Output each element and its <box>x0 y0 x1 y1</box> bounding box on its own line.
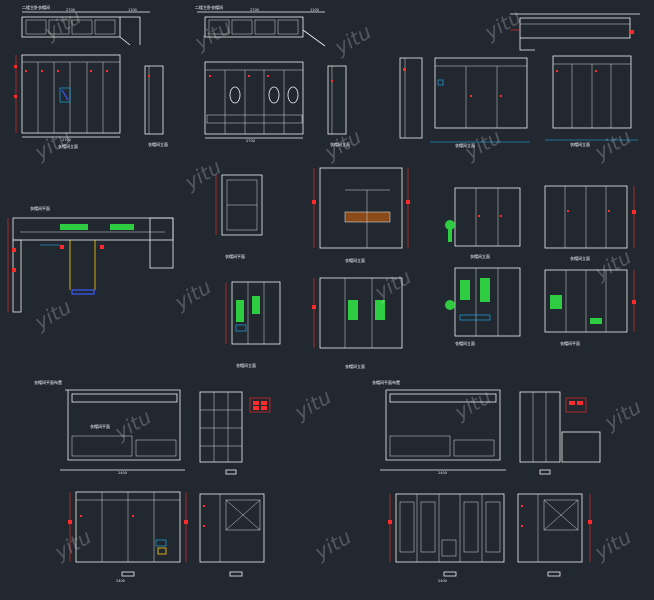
wardrobe-interior-2: 衣帽间立面 <box>313 277 403 369</box>
wardrobe-elevation-6: 衣帽间立面 <box>445 187 521 259</box>
label-t15: 衣帽间立面 <box>455 340 475 346</box>
label-t9: 衣帽间平面 <box>225 253 245 259</box>
dim-d13: 2400 <box>116 579 125 583</box>
elevation-grid-left <box>199 391 271 475</box>
wardrobe-interior-4: 衣帽间平面 <box>544 269 635 346</box>
watermark: yitu <box>290 385 336 425</box>
watermark: yitu <box>590 525 636 565</box>
dim-d10: 2700 <box>246 139 255 143</box>
label-t3: 衣帽间平面 <box>30 205 50 211</box>
side-section-2: 衣帽间立面 <box>327 65 350 147</box>
label-t1: 二楼主卧衣帽间 <box>22 4 50 10</box>
wardrobe-plan-top-left: 二楼主卧衣帽间 2700 1100 <box>21 4 150 46</box>
dim-d3: 2700 <box>250 8 259 12</box>
side-section-1: 衣帽间立面 <box>144 65 168 147</box>
wardrobe-interior-1: 衣帽间立面 <box>225 281 281 368</box>
label-t10: 衣帽间立面 <box>345 257 365 263</box>
dim-d14: 2400 <box>438 579 447 583</box>
watermark: yitu <box>170 275 216 315</box>
floor-plan-right: 衣帽间平面布置 2400 <box>372 379 506 475</box>
side-elevation-bottom-2 <box>517 493 591 577</box>
watermark: yitu <box>460 125 506 165</box>
label-t5: 衣帽间立面 <box>148 141 168 147</box>
watermark: yitu <box>450 385 496 425</box>
dim-d12: 2400 <box>438 471 447 475</box>
label-t14: 衣帽间立面 <box>345 363 365 369</box>
label-t17: 衣帽间平面 <box>90 423 110 429</box>
dim-d1: 2700 <box>66 8 75 12</box>
label-t8: 衣帽间立面 <box>570 141 590 147</box>
dimension-ticks <box>12 200 636 524</box>
wardrobe-elevation-1: 2700 衣帽间立面 <box>14 54 121 149</box>
watermark: yitu <box>30 295 76 335</box>
wardrobe-elevation-3: 衣帽间立面 <box>430 57 530 148</box>
l-shaped-plan: 衣帽间平面 <box>7 205 174 313</box>
watermark: yitu <box>110 405 156 445</box>
wardrobe-elevation-bottom-2: 2400 <box>389 493 505 583</box>
label-t13: 衣帽间立面 <box>236 362 256 368</box>
wardrobe-interior-3: 衣帽间立面 <box>445 267 521 346</box>
watermark: yitu <box>370 265 416 305</box>
watermark: yitu <box>600 395 646 435</box>
label-t12: 衣帽间立面 <box>570 255 590 261</box>
watermark: yitu <box>320 125 366 165</box>
label-t18: 衣帽间平面布置 <box>34 379 62 385</box>
wardrobe-elevation-2: 2700 <box>204 61 304 143</box>
watermark: yitu <box>590 125 636 165</box>
label-t2: 二楼主卧衣帽间 <box>195 4 223 10</box>
dim-d2: 1100 <box>128 8 137 12</box>
closet-plan-narrow: 衣帽间平面 <box>215 174 263 259</box>
label-t7: 衣帽间立面 <box>455 142 475 148</box>
label-t6: 衣帽间立面 <box>330 141 350 147</box>
wardrobe-plan-top-right <box>510 13 640 51</box>
wardrobe-plan-top-middle: 二楼主卧衣帽间 2700 1100 <box>195 4 326 47</box>
label-t11: 衣帽间立面 <box>470 253 490 259</box>
wardrobe-elevation-5: 衣帽间立面 <box>313 167 409 263</box>
watermark: yitu <box>180 155 226 195</box>
watermark: yitu <box>310 525 356 565</box>
dim-d11: 2400 <box>118 471 127 475</box>
label-t16: 衣帽间平面 <box>560 340 580 346</box>
watermark: yitu <box>40 5 86 45</box>
side-elevation-bottom-1 <box>199 493 265 577</box>
watermark: yitu <box>50 525 96 565</box>
wardrobe-elevation-7: 衣帽间立面 <box>544 185 635 261</box>
dim-d4: 1100 <box>310 8 319 12</box>
watermark: yitu <box>590 245 636 285</box>
dim-d9: 2700 <box>62 138 71 142</box>
wardrobe-elevation-4: 衣帽间立面 <box>545 55 638 147</box>
elevation-right-1 <box>519 391 601 475</box>
label-t19: 衣帽间平面布置 <box>372 379 400 385</box>
wardrobe-elevation-bottom-1: 2400 <box>69 491 187 583</box>
watermark: yitu <box>330 20 376 60</box>
watermark: yitu <box>30 125 76 165</box>
watermark: yitu <box>190 15 236 55</box>
label-t4: 衣帽间立面 <box>58 143 78 149</box>
floor-plan-left: 衣帽间平面布置 衣帽间平面 2400 <box>34 379 185 475</box>
watermark: yitu <box>480 5 526 45</box>
side-section-3 <box>399 57 423 139</box>
